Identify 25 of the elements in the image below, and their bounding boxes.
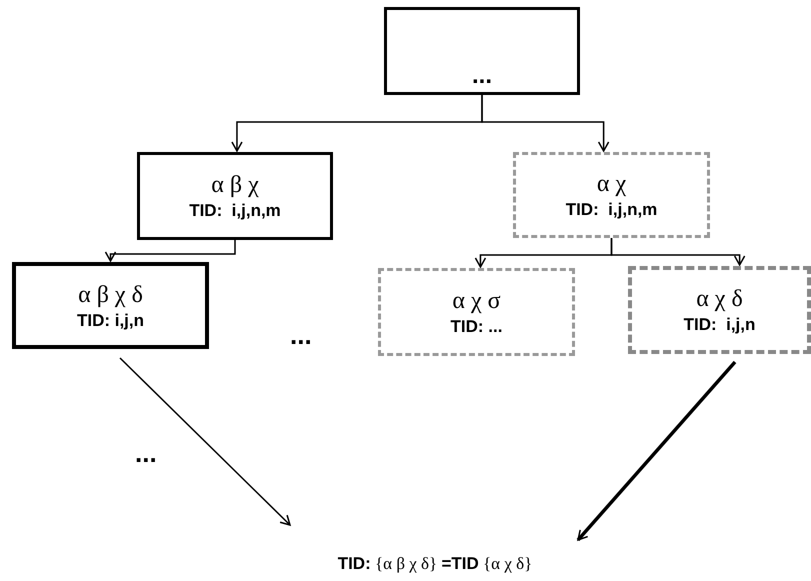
tid-text: TID: i,j,n	[684, 314, 756, 336]
result-text: TID: {α β χ δ} =TID {α χ δ}	[338, 553, 532, 576]
dashed-box	[513, 152, 710, 238]
arrow	[576, 360, 736, 542]
arrow	[610, 238, 746, 266]
itemset-text: α β χ δ	[78, 280, 143, 310]
ellipsis: ...	[135, 440, 157, 466]
arrow	[119, 357, 291, 526]
arrow	[104, 240, 236, 262]
arrow	[481, 95, 610, 152]
dashed-box	[378, 268, 575, 356]
ellipsis: ...	[290, 322, 312, 348]
process-box	[137, 152, 333, 240]
itemset-text: α χ σ	[452, 287, 501, 316]
tid-text: TID: i,j,n	[76, 310, 144, 332]
process-box	[384, 7, 580, 95]
itemset-text: α χ δ	[696, 285, 743, 314]
tid-text: TID: i,j,n,m	[189, 200, 281, 222]
tid-text: TID: ...	[450, 316, 502, 338]
itemset-text: α χ	[596, 170, 626, 200]
ellipsis: ...	[472, 64, 492, 88]
tid-text: TID: i,j,n,m	[566, 199, 658, 221]
dashed-box	[628, 266, 811, 354]
itemset-text: α β χ	[211, 171, 259, 200]
process-box	[12, 262, 209, 349]
